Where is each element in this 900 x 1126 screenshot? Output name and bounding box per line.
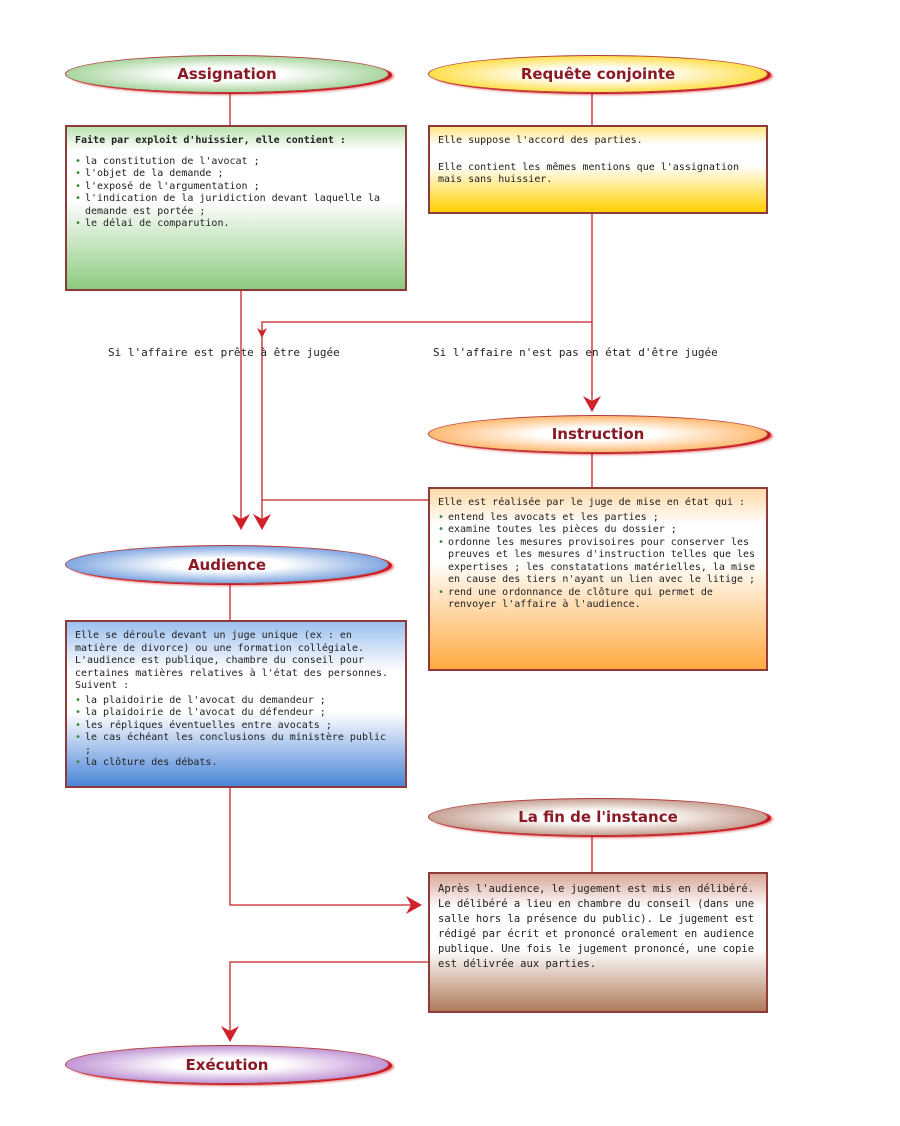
list-item: examine toutes les pièces du dossier ; — [438, 524, 758, 537]
list-item: l'objet de la demande ; — [75, 168, 397, 181]
list-item: l'exposé de l'argumentation ; — [75, 181, 397, 194]
list-item: l'indication de la juridiction devant la… — [75, 193, 397, 218]
list-item: la constitution de l'avocat ; — [75, 156, 397, 169]
list-item: entend les avocats et les parties ; — [438, 512, 758, 525]
list-item: le délai de comparution. — [75, 218, 397, 231]
connector-audience-fin — [229, 787, 422, 914]
box-instruction: Elle est réalisée par le juge de mise en… — [428, 487, 768, 671]
connector-requete-audience — [257, 213, 593, 338]
box-fin-instance: Après l'audience, le jugement est mis en… — [428, 872, 768, 1013]
box-intro: Elle se déroule devant un juge unique (e… — [75, 630, 389, 691]
box-intro: Faite par exploit d'huissier, elle conti… — [75, 135, 346, 146]
box-audience: Elle se déroule devant un juge unique (e… — [65, 620, 407, 788]
box-text: Après l'audience, le jugement est mis en… — [438, 883, 755, 970]
list-item: le cas échéant les conclusions du minist… — [75, 732, 397, 757]
node-title: Audience — [187, 555, 267, 574]
box-text: Elle suppose l'accord des parties. — [438, 135, 643, 146]
box-assignation: Faite par exploit d'huissier, elle conti… — [65, 125, 407, 291]
node-title: La fin de l'instance — [518, 808, 678, 826]
list-item: la clôture des débats. — [75, 757, 397, 770]
node-execution: Exécution — [65, 1045, 389, 1084]
box-intro: Elle est réalisée par le juge de mise en… — [438, 497, 746, 508]
node-instruction: Instruction — [428, 415, 768, 453]
box-requete: Elle suppose l'accord des parties. Elle … — [428, 125, 768, 214]
list-item: les répliques éventuelles entre avocats … — [75, 720, 397, 733]
node-title: Exécution — [185, 1055, 269, 1074]
box-list: la plaidoirie de l'avocat du demandeur ;… — [75, 695, 397, 770]
list-item: ordonne les mesures provisoires pour con… — [438, 537, 758, 587]
list-item: la plaidoirie de l'avocat du défendeur ; — [75, 707, 397, 720]
box-list: la constitution de l'avocat ; l'objet de… — [75, 156, 397, 231]
box-text: Elle contient les mêmes mentions que l'a… — [438, 161, 740, 186]
node-title: Assignation — [177, 65, 277, 83]
box-list: entend les avocats et les parties ; exam… — [438, 512, 758, 612]
node-assignation: Assignation — [65, 55, 389, 93]
list-item: rend une ordonnance de clôture qui perme… — [438, 587, 758, 612]
condition-not-ready: Si l'affaire n'est pas en état d'être ju… — [433, 346, 718, 359]
list-item: la plaidoirie de l'avocat du demandeur ; — [75, 695, 397, 708]
node-title: Instruction — [551, 425, 645, 443]
node-audience: Audience — [65, 545, 389, 584]
node-requete: Requête conjointe — [428, 55, 768, 93]
connector-fin-execution — [221, 961, 428, 1042]
node-title: Requête conjointe — [520, 65, 676, 83]
condition-ready: Si l'affaire est prête à être jugée — [108, 346, 340, 359]
node-fin-instance: La fin de l'instance — [428, 798, 768, 836]
